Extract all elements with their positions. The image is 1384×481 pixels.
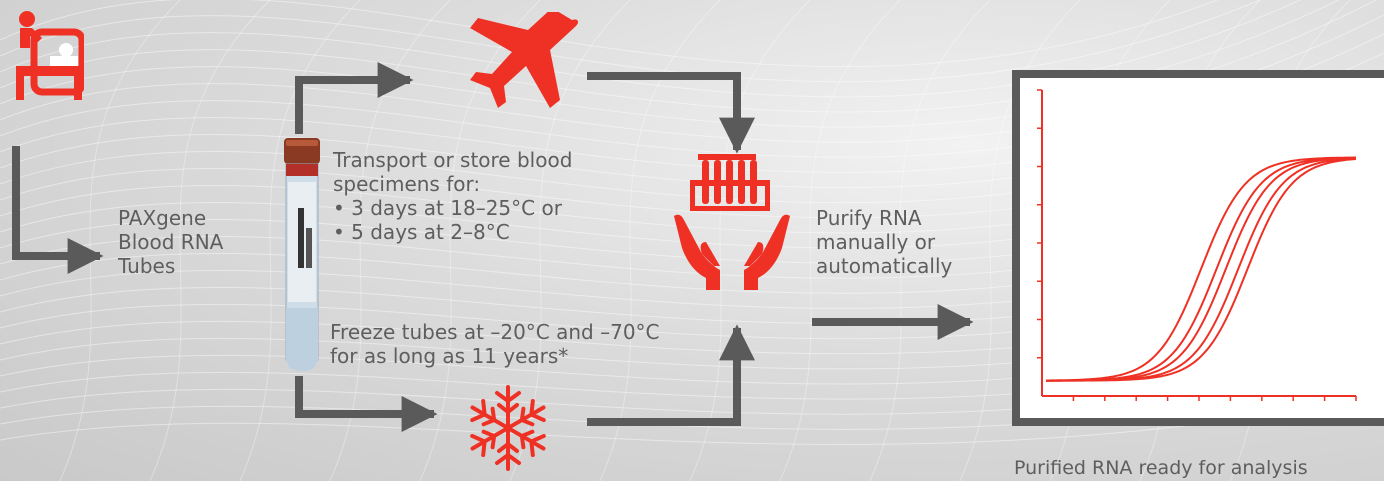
background-line: [599, 0, 721, 481]
background-line: [959, 0, 1081, 481]
background-line: [869, 0, 991, 481]
result-caption: Purified RNA ready for analysis: [1014, 457, 1308, 479]
background-line: [0, 394, 1384, 445]
transport-bullet: • 5 days at 2–8°C: [333, 220, 510, 244]
tubes-caption-line: Tubes: [118, 254, 176, 278]
background-line: [0, 0, 1262, 83]
arrow-patient-to-tube: [12, 146, 104, 274]
chart-frame: [1012, 70, 1384, 426]
patient-bed-icon: [16, 11, 84, 100]
arrow-tube-to-snowflake: [295, 376, 438, 432]
amplification-curve: [1046, 158, 1357, 382]
background-line: [149, 0, 271, 481]
transport-bullet-text: 5 days at 2–8°C: [351, 220, 510, 244]
arrow-plane-to-purify: [587, 72, 755, 154]
transport-heading-line: Transport or store blood: [333, 148, 573, 172]
freeze-caption: Freeze tubes at –20°C and –70°C for as l…: [330, 320, 660, 368]
background-line: [59, 0, 181, 481]
purify-caption-line: Purify RNA: [816, 206, 922, 230]
freeze-caption-line: for as long as 11 years*: [330, 344, 569, 368]
freeze-caption-line: Freeze tubes at –20°C and –70°C: [330, 320, 660, 344]
tubes-caption-line: PAXgene: [118, 206, 207, 230]
blood-tube-icon: [284, 138, 320, 371]
purify-caption-line: automatically: [816, 254, 953, 278]
background-line: [689, 0, 811, 481]
snowflake-icon: [464, 385, 552, 471]
background-line: [0, 0, 1219, 68]
airplane-icon: [470, 12, 579, 108]
transport-bullet-text: 3 days at 18–25°C or: [351, 196, 562, 220]
tubes-caption-line: Blood RNA: [118, 230, 224, 254]
transport-caption: Transport or store blood specimens for: …: [333, 148, 572, 244]
amplification-curve: [1046, 156, 1357, 382]
purify-caption-line: manually or: [816, 230, 936, 254]
background-line: [419, 0, 541, 481]
tubes-caption: PAXgene Blood RNA Tubes: [118, 206, 223, 278]
arrow-snowflake-to-purify: [587, 324, 755, 426]
transport-heading-line: specimens for:: [333, 172, 481, 196]
background-line: [779, 0, 901, 481]
background-line: [239, 0, 361, 481]
transport-bullet: • 3 days at 18–25°C or: [333, 196, 562, 220]
purify-caption: Purify RNA manually or automatically: [816, 206, 952, 278]
amplification-chart: [1012, 70, 1384, 426]
hands-tubes-icon: [674, 154, 790, 290]
chart-axes: [1037, 89, 1357, 401]
chart-series: [1046, 156, 1357, 382]
arrow-tube-to-plane: [295, 62, 414, 134]
